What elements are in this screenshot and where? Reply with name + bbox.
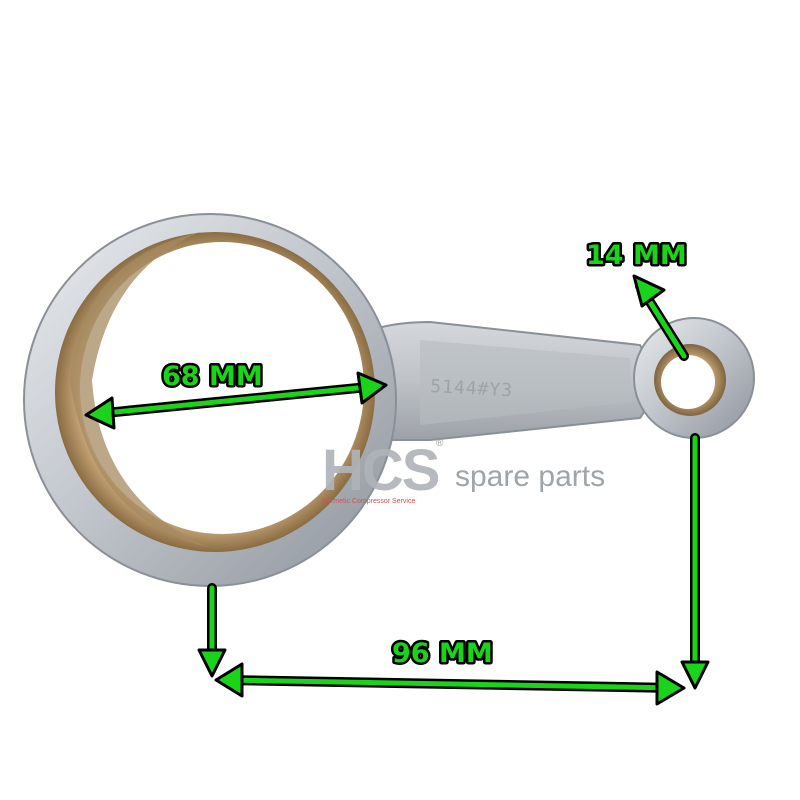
arrowhead-96-left	[214, 662, 244, 698]
watermark-logo: HCS ® Hermetic Compressor Service spare …	[322, 438, 605, 505]
part-number-stamp: 5144#Y3	[430, 376, 514, 401]
arrowhead-68-right	[356, 371, 388, 405]
logo-hcs: HCS	[322, 438, 439, 503]
small-end-bore	[661, 355, 715, 409]
watermark-text: spare parts	[455, 460, 605, 493]
big-end-shadow	[70, 232, 210, 548]
label-96mm: 96 MM	[392, 638, 493, 669]
arrowhead-96-right	[655, 670, 686, 706]
arrowhead-left-down	[197, 648, 227, 678]
arrowhead-right-down	[680, 660, 710, 690]
label-14mm: 14 MM	[586, 240, 687, 271]
arrow-68-line	[92, 383, 381, 417]
logo-tagline: Hermetic Compressor Service	[322, 498, 415, 505]
arrowhead-68-left	[84, 396, 116, 430]
arrowhead-14-up	[632, 274, 666, 308]
rod-web-highlight	[420, 340, 632, 425]
arrow-96-line	[222, 677, 678, 691]
label-68mm: 68 MM	[162, 361, 263, 392]
big-end-bore	[80, 242, 364, 534]
logo-registered-mark: ®	[436, 438, 444, 449]
